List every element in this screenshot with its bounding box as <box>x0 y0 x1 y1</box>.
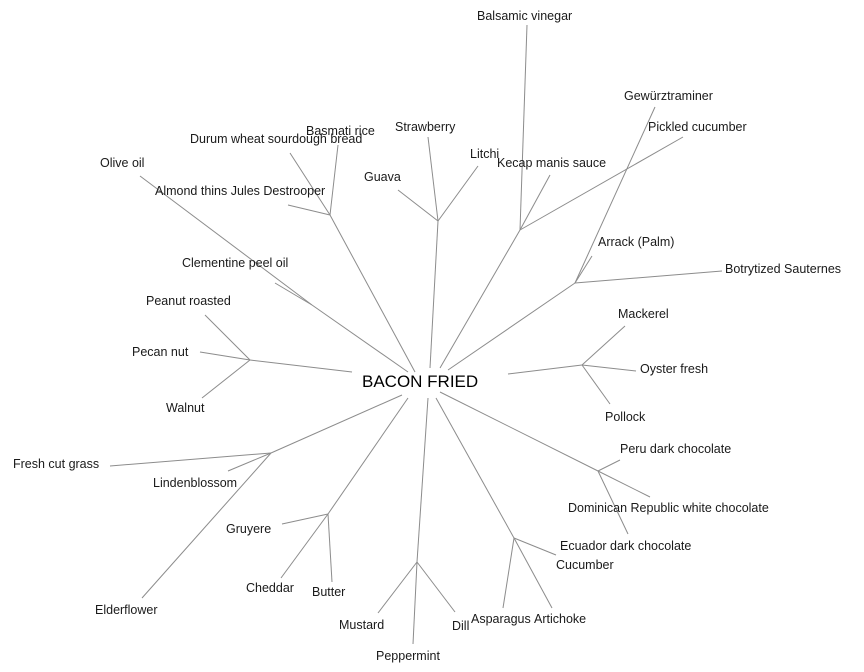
edge-herbs-mustard <box>377 561 418 614</box>
leaf-lindenblossom: Lindenblossom <box>153 476 237 490</box>
edge-root-fruits <box>429 220 439 369</box>
leaf-gruyere: Gruyere <box>226 522 271 536</box>
leaf-almond-thins: Almond thins Jules Destrooper <box>155 184 325 198</box>
edge-alcohols-botrytized <box>574 270 723 284</box>
edge-fruits-guava <box>397 189 439 222</box>
leaf-butter: Butter <box>312 585 345 599</box>
leaf-olive-oil: Olive oil <box>100 156 144 170</box>
leaf-pecan-nut: Pecan nut <box>132 345 189 359</box>
leaf-clementine-peel-oil: Clementine peel oil <box>182 256 288 270</box>
leaf-litchi: Litchi <box>470 147 499 161</box>
leaf-kecap-manis-sauce: Kecap manis sauce <box>497 156 606 170</box>
edge-veg-artichoke <box>513 537 553 609</box>
edge-root-fish <box>507 364 583 375</box>
leaf-basmati-rice: Basmati rice <box>306 124 375 138</box>
leaf-walnut: Walnut <box>166 401 205 415</box>
leaf-guava: Guava <box>364 170 401 184</box>
edge-oils-olive <box>139 175 313 306</box>
edge-root-cheeses <box>327 397 409 515</box>
edge-alcohols-gewurz <box>574 106 656 284</box>
edge-root-oils <box>311 304 409 373</box>
edge-sauces-balsamic <box>519 24 528 231</box>
edge-cluster-almond <box>287 204 331 216</box>
edge-fish-mackerel <box>581 325 626 366</box>
edge-root-vegetables <box>435 397 515 539</box>
leaf-arrack-palm: Arrack (Palm) <box>598 235 674 249</box>
leaf-strawberry: Strawberry <box>395 120 456 134</box>
edge-sauces-pickled <box>519 136 684 231</box>
edge-cluster-basmati <box>329 144 339 216</box>
edge-choc-ecuador <box>597 470 629 535</box>
edge-cheeses-gruyere <box>281 513 329 525</box>
leaf-peanut-roasted: Peanut roasted <box>146 294 231 308</box>
edge-flowers-linden <box>227 452 272 472</box>
edge-nuts-peanut <box>204 314 251 361</box>
leaf-peppermint: Peppermint <box>376 649 440 663</box>
leaf-pickled-cucumber: Pickled cucumber <box>648 120 747 134</box>
edge-herbs-dill <box>416 561 456 613</box>
leaf-dill: Dill <box>452 619 469 633</box>
root-node-label: BACON FRIED <box>362 372 478 391</box>
edge-flowers-elder <box>141 452 272 599</box>
edge-root-sauces <box>439 229 521 369</box>
leaf-pollock: Pollock <box>605 410 646 424</box>
edge-root-alcohols <box>447 282 576 371</box>
leaf-elderflower: Elderflower <box>95 603 158 617</box>
leaf-oyster-fresh: Oyster fresh <box>640 362 708 376</box>
edge-flowers-grass <box>109 452 272 467</box>
edge-fish-pollock <box>581 364 611 405</box>
leaf-botrytized-sauternes: Botrytized Sauternes <box>725 262 841 276</box>
edge-fruits-litchi <box>437 165 479 222</box>
edge-root-herbs <box>416 397 429 563</box>
leaf-asparagus: Asparagus <box>471 612 531 626</box>
leaf-labels: Balsamic vinegar Gewürztraminer Pickled … <box>13 9 841 663</box>
edge-fish-oyster <box>581 364 637 372</box>
leaf-gewurztraminer: Gewürztraminer <box>624 89 713 103</box>
leaf-fresh-cut-grass: Fresh cut grass <box>13 457 99 471</box>
leaf-cheddar: Cheddar <box>246 581 294 595</box>
edge-root-chocolates <box>439 391 599 472</box>
edge-nuts-walnut <box>201 359 251 399</box>
edge-fruits-strawberry <box>427 136 439 222</box>
leaf-cucumber: Cucumber <box>556 558 614 572</box>
leaf-peru-dark-chocolate: Peru dark chocolate <box>620 442 731 456</box>
edge-veg-cucumber <box>513 537 557 556</box>
leaf-artichoke: Artichoke <box>534 612 586 626</box>
edge-oils-clementine <box>274 282 313 306</box>
edge-cluster-durum <box>289 152 331 216</box>
leaf-balsamic-vinegar: Balsamic vinegar <box>477 9 572 23</box>
edge-root-nuts <box>249 359 353 373</box>
leaf-mackerel: Mackerel <box>618 307 669 321</box>
edge-sauces-kecap <box>519 174 551 231</box>
edge-cheeses-butter <box>327 513 333 583</box>
leaf-dominican-white-chocolate: Dominican Republic white chocolate <box>568 501 769 515</box>
tree-edges <box>109 24 723 645</box>
edge-nuts-pecan <box>199 351 251 361</box>
leaf-durum-wheat-bread: Durum wheat sourdough bread <box>190 132 362 146</box>
edge-root-cluster-grains <box>329 214 416 373</box>
edge-choc-peru <box>597 459 621 472</box>
edge-cheeses-cheddar <box>280 513 329 579</box>
leaf-ecuador-dark-chocolate: Ecuador dark chocolate <box>560 539 691 553</box>
edge-veg-asparagus <box>502 537 515 609</box>
edge-choc-dominican <box>597 470 651 498</box>
edge-alcohols-arrack <box>574 255 593 284</box>
leaf-mustard: Mustard <box>339 618 384 632</box>
edge-herbs-peppermint <box>412 561 418 645</box>
edge-root-flowers <box>270 394 403 454</box>
